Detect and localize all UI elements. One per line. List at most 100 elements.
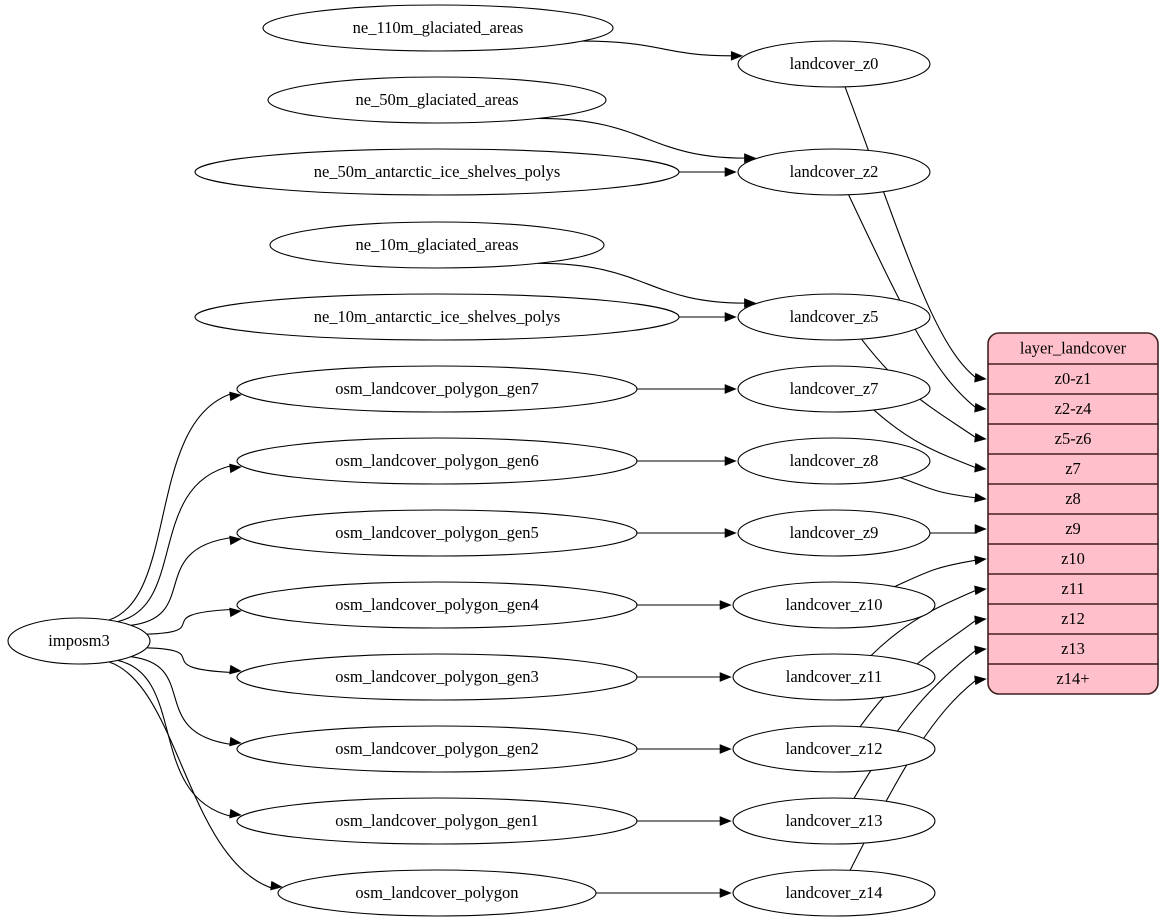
edge-path xyxy=(130,536,233,626)
node-landcover_z10[interactable]: landcover_z10 xyxy=(732,581,936,629)
node-label: osm_landcover_polygon xyxy=(355,883,518,902)
node-ne_10m_glaciated_areas[interactable]: ne_10m_glaciated_areas xyxy=(269,221,605,269)
node-shape xyxy=(194,293,680,341)
node-shape xyxy=(732,869,936,917)
table-row-label: z11 xyxy=(1061,579,1084,598)
node-label: landcover_z13 xyxy=(785,811,882,830)
node-shape xyxy=(732,653,936,701)
table-row[interactable]: z8 xyxy=(988,483,1158,508)
table-header-label: layer_landcover xyxy=(1020,338,1127,357)
node-shape xyxy=(737,293,931,341)
node-osm_landcover_polygon[interactable]: osm_landcover_polygon xyxy=(277,869,597,917)
edge-path xyxy=(894,559,977,588)
node-osm_landcover_polygon_gen4[interactable]: osm_landcover_polygon_gen4 xyxy=(236,581,638,629)
edge-landcover_z10-to-table-row-6 xyxy=(894,555,987,588)
edge-path xyxy=(108,661,274,890)
table-row[interactable]: z5-z6 xyxy=(988,423,1158,448)
node-ne_50m_glaciated_areas[interactable]: ne_50m_glaciated_areas xyxy=(267,76,607,124)
edge-arrowhead xyxy=(229,463,242,474)
node-label: osm_landcover_polygon_gen1 xyxy=(335,811,538,830)
node-landcover_z11[interactable]: landcover_z11 xyxy=(732,653,936,701)
node-label: ne_50m_antarctic_ice_shelves_polys xyxy=(314,162,561,181)
table-row-label: z13 xyxy=(1061,639,1085,658)
node-label: osm_landcover_polygon_gen7 xyxy=(335,379,538,398)
edge-landcover_z12-to-table-row-8 xyxy=(859,615,987,728)
edge-path xyxy=(146,647,233,674)
table-row-label: z8 xyxy=(1065,489,1081,508)
edge-arrowhead xyxy=(974,675,987,686)
node-ne_110m_glaciated_areas[interactable]: ne_110m_glaciated_areas xyxy=(262,4,614,52)
table-row[interactable]: z10 xyxy=(988,543,1158,568)
node-ne_10m_antarctic_ice_shelves_polys[interactable]: ne_10m_antarctic_ice_shelves_polys xyxy=(194,293,680,341)
edge-osm_landcover_polygon_gen5-to-landcover_z9 xyxy=(637,528,737,538)
table-row-label: z12 xyxy=(1061,609,1085,628)
node-shape xyxy=(737,365,931,413)
table-outline xyxy=(987,332,1159,695)
table-row[interactable]: z14+ xyxy=(988,663,1158,688)
node-landcover_z9[interactable]: landcover_z9 xyxy=(737,509,931,557)
edge-landcover_z2-to-table-row-1 xyxy=(848,194,987,413)
node-osm_landcover_polygon_gen6[interactable]: osm_landcover_polygon_gen6 xyxy=(236,437,638,485)
edge-path xyxy=(873,409,977,469)
node-shape xyxy=(732,581,936,629)
edge-ne_110m_glaciated_areas-to-landcover_z0 xyxy=(581,40,744,61)
node-osm_landcover_polygon_gen1[interactable]: osm_landcover_polygon_gen1 xyxy=(236,797,638,845)
edge-path xyxy=(146,608,233,635)
node-osm_landcover_polygon_gen2[interactable]: osm_landcover_polygon_gen2 xyxy=(236,725,638,773)
node-landcover_z13[interactable]: landcover_z13 xyxy=(732,797,936,845)
table-row-label: z7 xyxy=(1065,459,1081,478)
node-shape xyxy=(277,869,597,917)
node-landcover_z2[interactable]: landcover_z2 xyxy=(737,148,931,196)
table-row[interactable]: z0-z1 xyxy=(1055,369,1092,388)
table-row[interactable]: z12 xyxy=(988,603,1158,628)
edge-arrowhead xyxy=(724,456,737,466)
node-landcover_z5[interactable]: landcover_z5 xyxy=(737,293,931,341)
node-label: landcover_z10 xyxy=(785,595,882,614)
node-osm_landcover_polygon_gen3[interactable]: osm_landcover_polygon_gen3 xyxy=(236,653,638,701)
edge-arrowhead xyxy=(730,50,744,61)
edge-arrowhead xyxy=(974,615,987,626)
node-shape xyxy=(236,653,638,701)
edge-path xyxy=(900,477,977,499)
edge-imposm3-to-osm_landcover_polygon_gen1 xyxy=(117,659,242,819)
table-row[interactable]: z11 xyxy=(988,573,1158,598)
table-row-label: z2-z4 xyxy=(1055,399,1092,418)
edge-arrowhead xyxy=(724,528,737,538)
edge-arrowhead xyxy=(719,888,732,898)
edge-arrowhead xyxy=(974,524,987,534)
nodes-layer: imposm3 ne_110m_glaciated_areas ne_50m_gla… xyxy=(7,4,936,917)
edge-path xyxy=(538,117,746,159)
node-landcover_z14[interactable]: landcover_z14 xyxy=(732,869,936,917)
edge-path xyxy=(859,619,977,728)
table-row[interactable]: z2-z4 xyxy=(988,393,1158,418)
edge-arrowhead xyxy=(719,672,732,682)
node-ne_50m_antarctic_ice_shelves_polys[interactable]: ne_50m_antarctic_ice_shelves_polys xyxy=(194,148,680,196)
node-label: ne_50m_glaciated_areas xyxy=(355,90,518,109)
node-osm_landcover_polygon_gen5[interactable]: osm_landcover_polygon_gen5 xyxy=(236,509,638,557)
node-shape xyxy=(236,365,638,413)
table-row[interactable]: z7 xyxy=(988,453,1158,478)
node-imposm3[interactable]: imposm3 xyxy=(7,617,151,665)
edges-layer xyxy=(108,40,987,898)
table-row-label: z5-z6 xyxy=(1055,429,1092,448)
node-label: landcover_z11 xyxy=(786,667,883,686)
edge-imposm3-to-osm_landcover_polygon_gen2 xyxy=(130,656,242,747)
edge-landcover_z9-to-table-row-5 xyxy=(930,524,987,534)
node-osm_landcover_polygon_gen7[interactable]: osm_landcover_polygon_gen7 xyxy=(236,365,638,413)
node-landcover_z0[interactable]: landcover_z0 xyxy=(737,40,931,88)
edge-path xyxy=(117,464,233,623)
edge-arrowhead xyxy=(974,372,987,383)
node-landcover_z12[interactable]: landcover_z12 xyxy=(732,725,936,773)
table-row[interactable]: z9 xyxy=(988,513,1158,538)
edge-path xyxy=(108,392,233,621)
edge-arrowhead xyxy=(229,736,242,747)
table-row[interactable]: z13 xyxy=(988,633,1158,658)
node-label: osm_landcover_polygon_gen3 xyxy=(335,667,538,686)
edge-imposm3-to-osm_landcover_polygon_gen7 xyxy=(108,391,242,621)
node-landcover_z7[interactable]: landcover_z7 xyxy=(737,365,931,413)
node-shape xyxy=(737,437,931,485)
node-landcover_z8[interactable]: landcover_z8 xyxy=(737,437,931,485)
table-row-label: z9 xyxy=(1065,519,1081,538)
node-shape xyxy=(236,725,638,773)
node-label: ne_10m_glaciated_areas xyxy=(355,235,518,254)
